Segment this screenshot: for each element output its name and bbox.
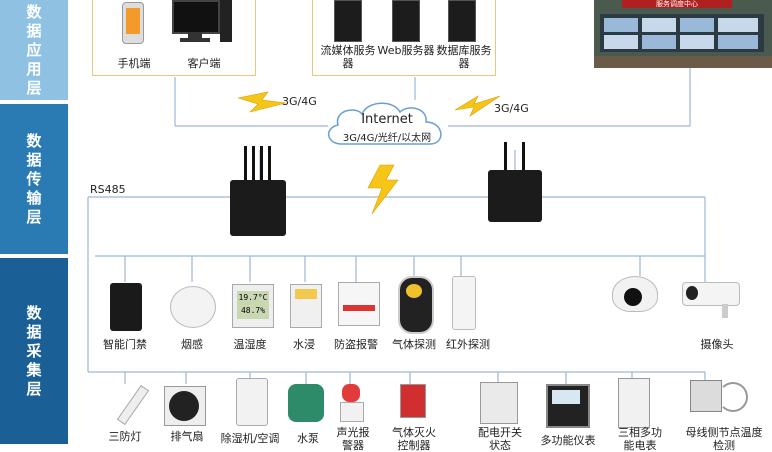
control-center-image: 服务调度中心 — [594, 0, 772, 68]
terminal-box — [92, 0, 256, 76]
stream-server-icon — [334, 0, 362, 42]
thermo-hum-readout: 48.7% — [240, 306, 266, 315]
sensor-label-3: 水浸 — [293, 338, 315, 351]
gas-detector-icon — [398, 276, 434, 334]
smoke-detector-icon — [170, 286, 216, 328]
sound-light-alarm-icon — [340, 384, 364, 422]
web-server-icon — [392, 0, 420, 42]
pc-icon — [172, 0, 232, 44]
three-phase-meter-icon — [618, 378, 650, 428]
fire-suppression-controller-icon — [400, 384, 426, 418]
gateway-right — [486, 142, 544, 222]
sensor-label-2: 温湿度 — [233, 338, 267, 351]
device-label-7: 多功能仪表 — [540, 434, 596, 447]
device-label-4: 声光报警器 — [336, 426, 370, 452]
layer-transmit: 数据传输层 — [0, 104, 68, 254]
device-label-5: 气体灭火控制器 — [392, 426, 436, 452]
phone-icon — [122, 2, 144, 44]
water-pump-icon — [288, 384, 324, 422]
device-label-6: 配电开关状态 — [478, 426, 522, 452]
internet-cloud: Internet 3G/4G/光纤/以太网 — [322, 98, 452, 152]
thermo-temp-readout: 19.7°C — [238, 293, 268, 302]
tri-proof-light-icon — [104, 384, 150, 426]
db-server-label: 数据库服务器 — [436, 44, 492, 70]
internet-sub-label: 3G/4G/光纤/以太网 — [342, 133, 432, 144]
pc-label: 客户端 — [187, 57, 221, 70]
thermo-hygrometer-icon: 19.7°C 48.7% — [232, 284, 274, 328]
cloud-shape — [328, 102, 442, 145]
water-leak-icon — [290, 284, 322, 328]
device-label-9: 母线侧节点温度检测 — [685, 426, 763, 452]
camera-label: 摄像头 — [700, 338, 734, 351]
layer-app: 数据应用层 — [0, 0, 68, 100]
switch-status-icon — [480, 382, 518, 424]
device-label-3: 水泵 — [297, 432, 319, 445]
layer-app-label: 数据应用层 — [26, 2, 42, 97]
sensor-label-0: 智能门禁 — [103, 338, 147, 351]
layer-collect: 数据采集层 — [0, 258, 68, 444]
busbar-temp-node-icon — [690, 380, 748, 420]
device-label-8: 三相多功能电表 — [618, 426, 662, 452]
device-label-0: 三防灯 — [108, 430, 142, 443]
camera-dome-icon — [612, 276, 658, 326]
control-center-sign: 服务调度中心 — [622, 0, 732, 8]
gateway-left — [228, 146, 288, 236]
db-server-icon — [448, 0, 476, 42]
sensor-label-5: 气体探测 — [392, 338, 436, 351]
device-label-1: 排气扇 — [170, 430, 204, 443]
internet-label: Internet — [361, 112, 413, 127]
link-label-right: 3G/4G — [494, 102, 529, 115]
exhaust-fan-icon — [164, 386, 206, 426]
multifunction-meter-icon — [546, 384, 590, 428]
dehumidifier-icon — [236, 378, 268, 426]
access-control-icon — [110, 283, 142, 331]
infrared-detector-icon — [452, 276, 476, 330]
burglar-alarm-icon — [338, 282, 380, 326]
layer-collect-label: 数据采集层 — [26, 303, 42, 398]
bus-label: RS485 — [90, 183, 126, 196]
layer-transmit-label: 数据传输层 — [26, 131, 42, 226]
phone-label: 手机端 — [117, 57, 151, 70]
stream-server-label: 流媒体服务器 — [320, 44, 376, 70]
sensor-label-4: 防盗报警 — [334, 338, 378, 351]
device-label-2: 除湿机/空调 — [220, 432, 280, 445]
link-label-left: 3G/4G — [282, 95, 317, 108]
camera-bullet-icon — [682, 278, 744, 318]
sensor-label-1: 烟感 — [181, 338, 203, 351]
web-server-label: Web服务器 — [377, 44, 435, 57]
sensor-label-6: 红外探测 — [446, 338, 490, 351]
server-box — [312, 0, 496, 76]
